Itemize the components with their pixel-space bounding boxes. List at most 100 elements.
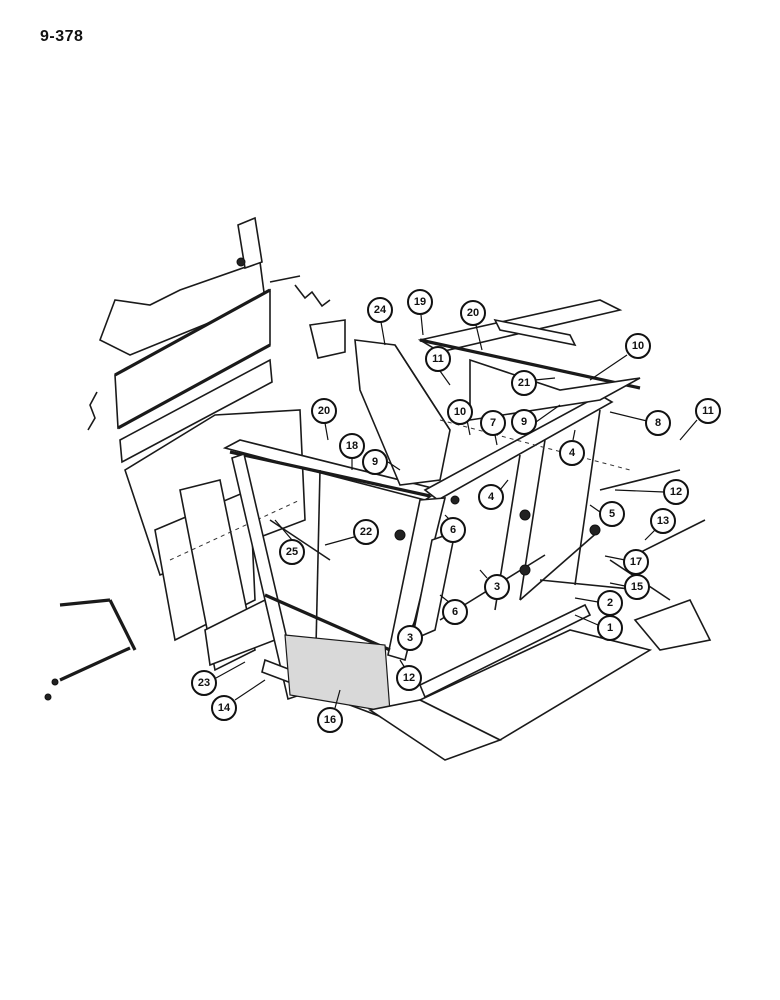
svg-text:9: 9 (521, 416, 527, 428)
bottom-rail-right (418, 603, 592, 699)
svg-text:10: 10 (632, 340, 644, 352)
pin-icon-2 (44, 693, 52, 701)
callout-17: 17 (604, 549, 649, 575)
top-beam-right (423, 394, 614, 501)
beam-edge (229, 450, 431, 498)
callout-12: 12 (396, 659, 422, 691)
callout-6: 6 (439, 594, 468, 625)
svg-text:17: 17 (630, 556, 642, 568)
callout-13: 13 (644, 508, 676, 541)
callout-9: 9 (362, 449, 401, 475)
svg-text:18: 18 (346, 440, 358, 452)
callout-19: 19 (407, 289, 433, 336)
svg-text:11: 11 (432, 353, 444, 365)
callout-7: 7 (480, 410, 506, 446)
hidden-edge-2 (439, 419, 631, 471)
svg-text:3: 3 (407, 632, 413, 644)
svg-text:12: 12 (670, 486, 682, 498)
svg-text:25: 25 (286, 546, 298, 558)
callout-3: 3 (397, 619, 423, 651)
svg-text:3: 3 (494, 581, 500, 593)
deflector-edge (394, 344, 451, 431)
center-front-post (387, 497, 447, 662)
callouts: 1 2 3 3 4 4 5 6 6 7 8 9 9 10 10 11 11 12… (191, 289, 721, 733)
spring-icon-right (294, 284, 331, 308)
callout-23: 23 (191, 661, 246, 696)
svg-text:2: 2 (607, 597, 613, 609)
linkage-rods (44, 598, 137, 701)
top-bracket (98, 260, 266, 356)
svg-text:16: 16 (324, 714, 336, 726)
callout-21: 21 (511, 370, 556, 396)
callout-4: 4 (478, 479, 509, 510)
rear-brace (519, 529, 601, 601)
link-rod-lower (59, 646, 131, 682)
main-frame (222, 394, 614, 724)
callout-20: 20 (311, 398, 337, 441)
triangle-bracket (309, 319, 346, 359)
fastener-icon-3 (589, 524, 601, 536)
svg-text:22: 22 (360, 526, 372, 538)
svg-text:21: 21 (518, 377, 530, 389)
callout-1: 1 (574, 614, 623, 641)
svg-text:14: 14 (218, 702, 231, 714)
callout-2: 2 (574, 590, 623, 616)
pin-icon (51, 678, 59, 686)
page-number: 9-378 (40, 28, 84, 45)
callout-15: 15 (609, 574, 650, 600)
svg-text:13: 13 (657, 515, 669, 527)
callout-4: 4 (559, 429, 585, 466)
upper-center (354, 299, 641, 486)
callout-10: 10 (589, 333, 651, 381)
svg-text:24: 24 (374, 304, 387, 316)
callout-24: 24 (367, 297, 393, 346)
callout-14: 14 (211, 679, 266, 721)
svg-text:8: 8 (655, 417, 661, 429)
floor-panel-3 (633, 599, 712, 651)
top-side-rail (419, 338, 641, 390)
fastener-icon (519, 509, 531, 521)
svg-text:1: 1 (607, 622, 613, 634)
right-side-floor (367, 469, 712, 761)
small-bracket-top (493, 318, 577, 347)
callout-12: 12 (614, 479, 689, 505)
callout-20: 20 (460, 300, 486, 351)
callout-11: 11 (425, 346, 451, 386)
svg-text:9: 9 (372, 456, 378, 468)
callout-18: 18 (339, 433, 365, 470)
svg-text:15: 15 (631, 581, 643, 593)
svg-text:19: 19 (414, 296, 426, 308)
callout-22: 22 (324, 519, 379, 546)
callout-25: 25 (274, 519, 305, 565)
callout-6: 6 (440, 514, 466, 543)
callout-9: 9 (511, 404, 561, 435)
fastener-icon-5 (394, 529, 406, 541)
svg-text:20: 20 (467, 307, 479, 319)
panel-rail-lower (117, 343, 271, 430)
floor-panel-2 (367, 699, 503, 761)
callout-3: 3 (479, 569, 510, 600)
spring-icon (87, 391, 98, 431)
callout-10: 10 (447, 399, 473, 436)
svg-text:7: 7 (490, 417, 496, 429)
callout-11: 11 (679, 398, 721, 441)
panel-rail (114, 288, 271, 377)
svg-text:4: 4 (569, 447, 576, 459)
fastener-icon-2 (519, 564, 531, 576)
side-bracket-plate (237, 216, 263, 270)
link-arm (108, 599, 137, 651)
bolt-icon (236, 257, 246, 267)
lower-strip-panel (119, 358, 273, 464)
callout-5: 5 (589, 501, 625, 527)
svg-text:20: 20 (318, 405, 330, 417)
rear-post-3 (574, 409, 601, 586)
shaft-15 (539, 579, 641, 591)
svg-text:5: 5 (609, 508, 615, 520)
svg-text:10: 10 (454, 406, 466, 418)
lower-brace (264, 593, 391, 652)
upper-left-parts (87, 216, 346, 464)
rod (269, 275, 301, 283)
fastener-icon-4 (450, 495, 460, 505)
callout-8: 8 (609, 410, 671, 436)
